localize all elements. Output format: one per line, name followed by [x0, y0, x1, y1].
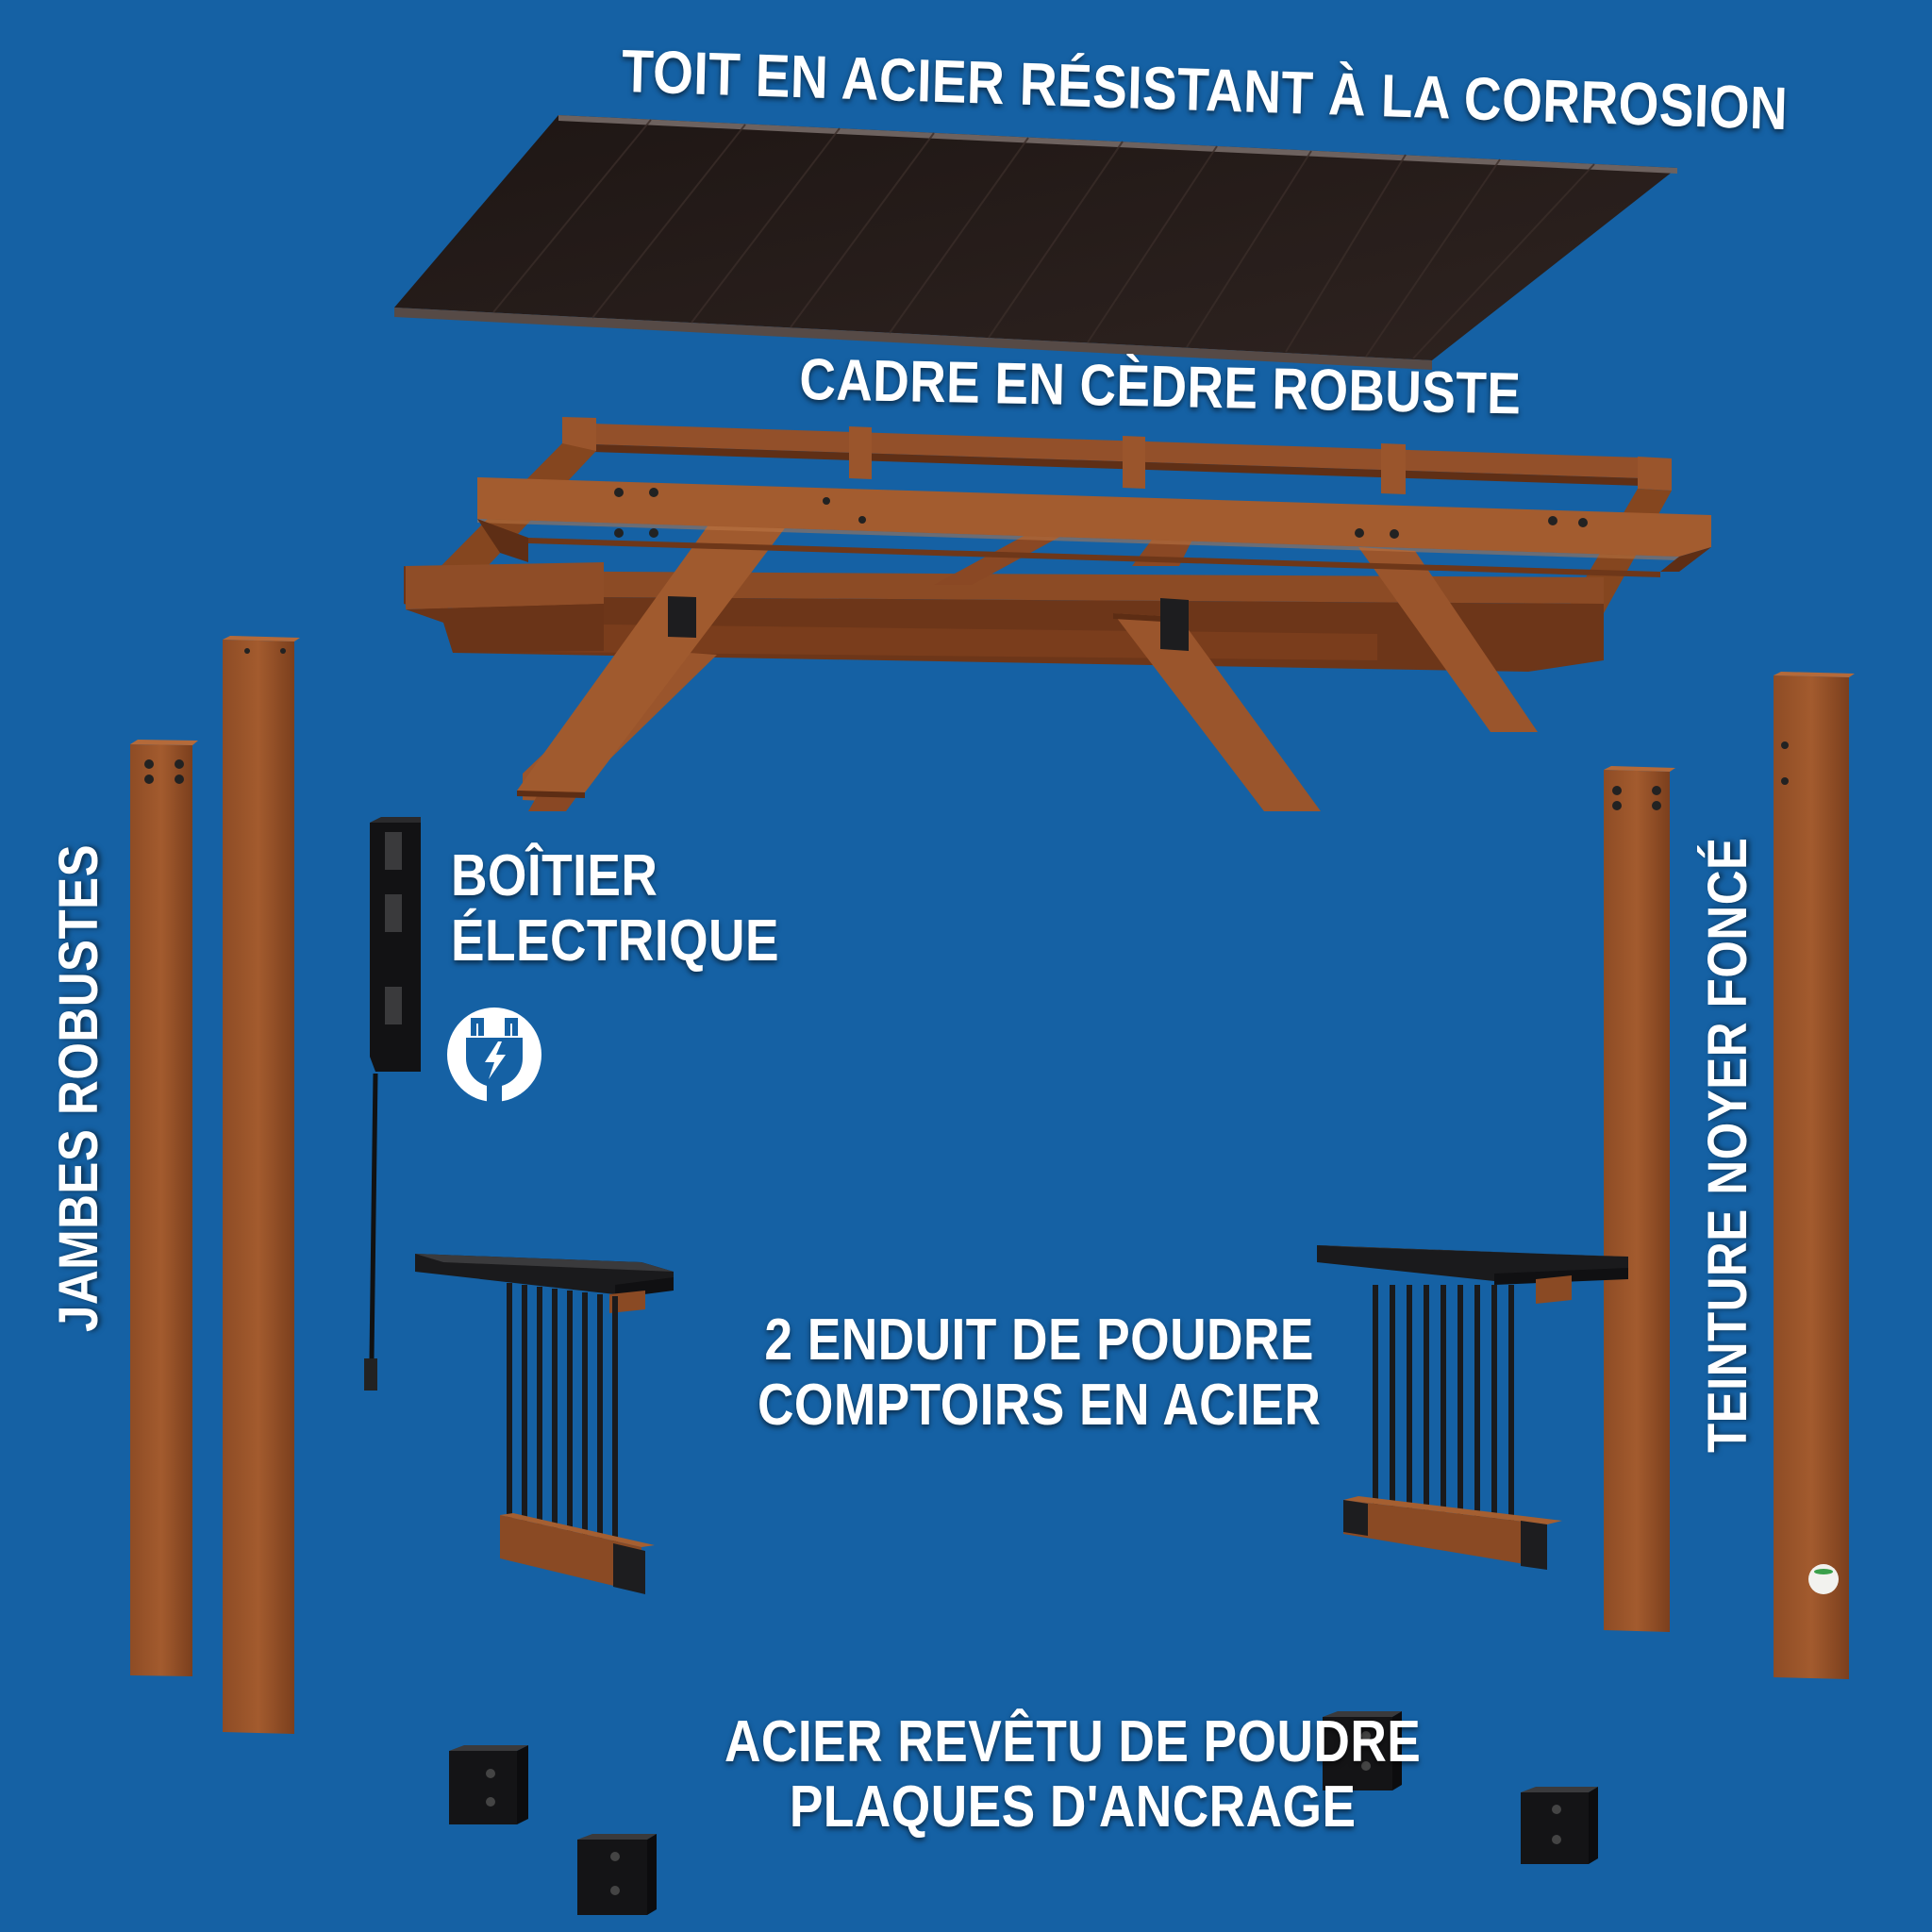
left-countertop — [415, 1254, 674, 1594]
anchor-plate-4 — [1521, 1787, 1598, 1864]
anchor-plates — [449, 1711, 1598, 1915]
right-countertop — [1317, 1245, 1628, 1570]
anchor-plate-2 — [577, 1834, 657, 1915]
stain-badge — [1808, 1564, 1839, 1594]
electrical-box-label-line-2: ÉLECTRIQUE — [451, 908, 779, 974]
right-legs — [1604, 672, 1855, 1679]
electrical-box-label-line-1: BOÎTIER — [451, 843, 658, 908]
countertops-label: 2 ENDUIT DE POUDRE COMPTOIRS EN ACIER — [758, 1307, 1321, 1439]
anchor-plates-label-line-1: ACIER REVÊTU DE POUDRE — [724, 1709, 1422, 1774]
anchor-plates-label: ACIER REVÊTU DE POUDRE PLAQUES D'ANCRAGE — [724, 1709, 1421, 1840]
cedar-frame — [404, 417, 1711, 811]
countertops-label-line-2: COMPTOIRS EN ACIER — [758, 1373, 1322, 1439]
steel-roof — [394, 115, 1677, 370]
anchor-plate-1 — [449, 1745, 528, 1824]
electrical-box-label: BOÎTIER ÉLECTRIQUE — [451, 843, 779, 974]
anchor-plate-3 — [1323, 1711, 1402, 1790]
legs-label: JAMBES ROBUSTES — [48, 843, 109, 1332]
anchor-plates-label-line-2: PLAQUES D'ANCRAGE — [789, 1774, 1357, 1840]
electrical-box — [364, 817, 421, 1391]
countertops-label-line-1: 2 ENDUIT DE POUDRE — [764, 1307, 1314, 1373]
left-legs — [130, 636, 300, 1734]
stain-label: TEINTURE NOYER FONCÉ — [1697, 837, 1758, 1453]
power-plug-icon — [447, 1008, 541, 1102]
